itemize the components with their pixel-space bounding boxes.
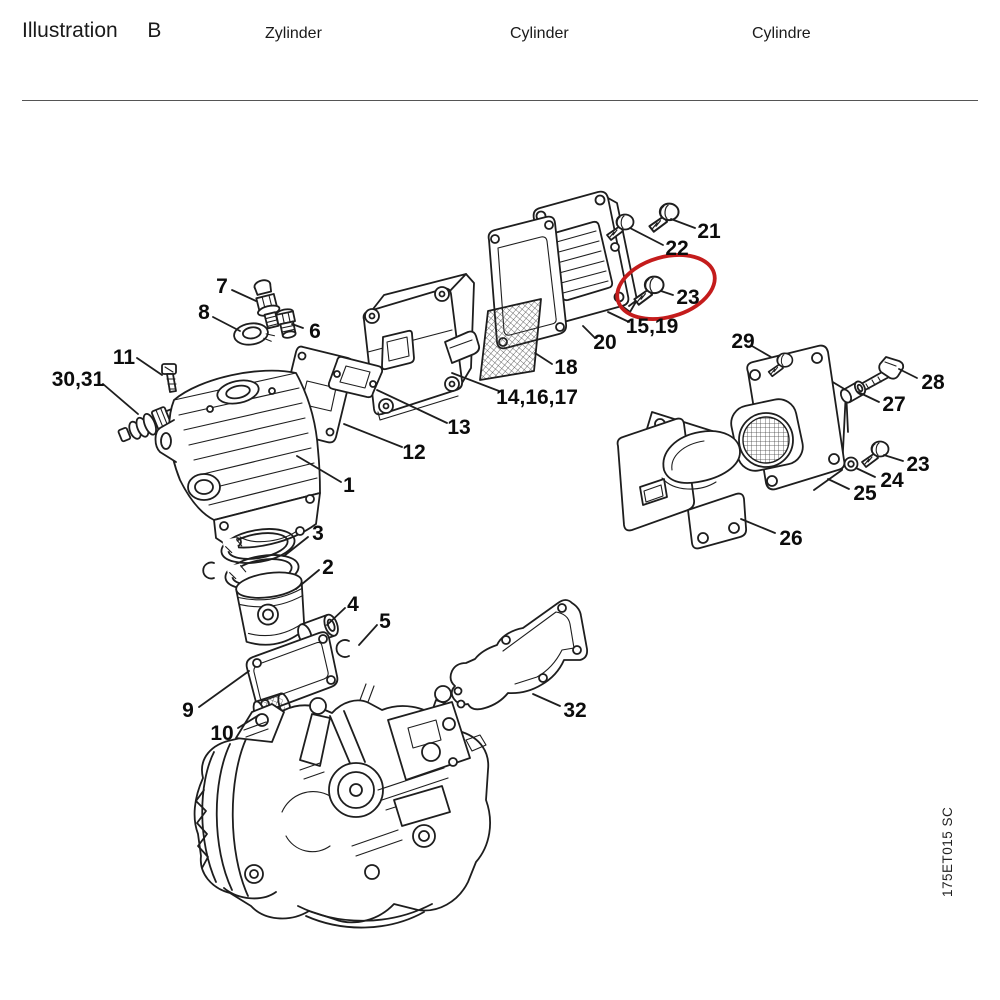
valve-cap-drawing: [233, 322, 276, 346]
muffler-body-drawing: [362, 273, 481, 421]
callout-21: 21: [697, 220, 721, 243]
rear-muffler-drawing: [616, 411, 748, 550]
header-divider: [22, 100, 978, 101]
decompression-valve-drawing: [253, 279, 281, 330]
callout-11: 11: [113, 346, 136, 369]
column-title-french: Cylindre: [752, 25, 811, 42]
callout-14-16-17: 14,16,17: [496, 386, 578, 409]
callout-4: 4: [347, 593, 359, 616]
callout-18: 18: [554, 356, 578, 379]
callout-29: 29: [731, 330, 754, 353]
callout-5: 5: [379, 610, 391, 633]
column-title-german: Zylinder: [265, 25, 322, 42]
callout-24: 24: [880, 469, 904, 492]
screw-23-top-drawing: [633, 275, 665, 306]
page-title: Illustration B: [22, 19, 162, 42]
piston-drawing: [235, 571, 306, 646]
exhaust-gasket-drawing: [327, 355, 384, 399]
callout-1: 1: [343, 474, 355, 497]
plug-screw-drawing: [275, 308, 297, 339]
callout-23-right: 23: [906, 453, 929, 476]
crankcase-drawing: [193, 683, 491, 929]
callout-25: 25: [853, 482, 877, 505]
callout-12: 12: [402, 441, 425, 464]
callout-26: 26: [779, 527, 802, 550]
callout-7: 7: [216, 275, 228, 298]
callout-2: 2: [322, 556, 334, 579]
callout-6: 6: [309, 320, 321, 343]
leader-lines: [102, 218, 918, 729]
callout-27: 27: [882, 393, 905, 416]
callout-20: 20: [593, 331, 616, 354]
callout-28: 28: [921, 371, 945, 394]
callout-15-19: 15,19: [626, 315, 679, 338]
highlight-ellipse-part-23: [615, 253, 717, 321]
spacer-sleeve-drawing: [839, 380, 867, 404]
cylinder-drawing: [154, 369, 321, 549]
callout-30-31: 30,31: [52, 368, 105, 391]
piston-rings-drawing: [202, 528, 300, 590]
screw-21-drawing: [648, 202, 680, 233]
callout-3: 3: [312, 522, 324, 545]
cylinder-screw-drawing: [161, 363, 177, 393]
callout-23-highlighted: 23: [676, 286, 699, 309]
callout-32: 32: [563, 699, 586, 722]
spark-arrester-screen-drawing: [479, 298, 542, 381]
spark-plug-drawing: [117, 405, 193, 443]
callout-10: 10: [210, 722, 233, 745]
callout-8: 8: [198, 301, 210, 324]
crankcase-gasket-drawing: [449, 599, 589, 711]
washer-drawing: [843, 456, 859, 472]
callout-9: 9: [182, 699, 194, 722]
pin-clip-drawing: [335, 639, 350, 658]
flange-plate-drawing: [730, 344, 849, 491]
column-title-english: Cylinder: [510, 25, 569, 42]
document-code: 175ET015 SC: [940, 807, 955, 897]
callout-22: 22: [665, 237, 688, 260]
callout-13: 13: [447, 416, 470, 439]
